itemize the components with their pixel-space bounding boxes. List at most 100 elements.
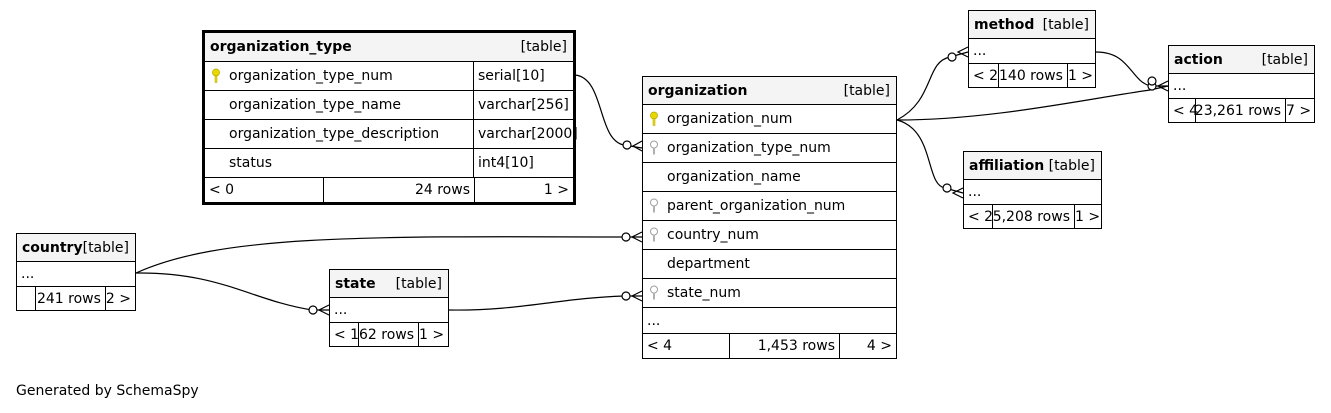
edge-marker xyxy=(947,46,969,62)
table-header: organization_type [table] xyxy=(205,33,573,62)
column-row[interactable]: organization_type_num serial[10] xyxy=(205,62,573,91)
column-row[interactable]: organization_name xyxy=(643,163,896,192)
table-footer: < 4 1,453 rows 4 > xyxy=(643,334,896,358)
table-name: country xyxy=(22,239,83,256)
table-name: state xyxy=(335,275,376,292)
more-columns[interactable]: ... xyxy=(1169,74,1314,99)
column-row[interactable]: organization_type_description varchar[20… xyxy=(205,120,578,149)
table-kind: [table] xyxy=(1261,51,1308,68)
table-kind: [table] xyxy=(1042,16,1089,33)
column-name: organization_type_name xyxy=(229,97,402,113)
column-row[interactable]: parent_organization_num xyxy=(643,192,896,221)
edge-organization-to-action xyxy=(896,85,1169,121)
table-name: organization_type xyxy=(210,39,352,55)
edge-organization-type-to-organization xyxy=(574,74,643,149)
column-type: varchar[2000] xyxy=(473,120,578,148)
generated-by-caption: Generated by SchemaSpy xyxy=(16,383,199,399)
column-name: organization_type_num xyxy=(229,68,393,84)
parents-count[interactable]: < 0 xyxy=(209,182,235,198)
children-count[interactable]: 1 > xyxy=(1066,64,1097,87)
edge-organization-to-affiliation xyxy=(896,119,964,194)
table-footer: < 2 140 rows 1 > xyxy=(969,64,1095,87)
foreign-key-icon xyxy=(643,134,665,162)
table-footer: < 4 23,261 rows 7 > xyxy=(1169,99,1314,122)
edge-marker xyxy=(308,304,330,316)
column-row[interactable]: state_num xyxy=(643,279,896,308)
children-count[interactable]: 4 > xyxy=(839,334,896,358)
edge-marker xyxy=(1147,76,1157,86)
children-count[interactable]: 2 > xyxy=(104,287,135,310)
table-kind: [table] xyxy=(1048,157,1095,174)
table-affiliation[interactable]: affiliation [table] ... < 2 5,208 rows 1… xyxy=(963,151,1102,229)
table-header: action [table] xyxy=(1169,46,1314,74)
column-name: department xyxy=(667,256,750,272)
column-name: organization_type_num xyxy=(667,140,831,156)
table-kind: [table] xyxy=(82,239,129,256)
column-row[interactable]: department xyxy=(643,250,896,279)
foreign-key-icon xyxy=(643,192,665,220)
more-columns[interactable]: ... xyxy=(330,298,448,323)
row-count: 1,453 rows xyxy=(729,334,839,358)
table-kind: [table] xyxy=(520,39,567,55)
parents-count[interactable]: < 4 xyxy=(1173,102,1199,119)
foreign-key-icon xyxy=(643,221,665,249)
table-footer: < 1 62 rows 1 > xyxy=(330,323,448,346)
column-type: int4[10] xyxy=(473,149,573,177)
table-organization[interactable]: organization [table] organization_num or… xyxy=(642,76,897,359)
column-row[interactable]: organization_num xyxy=(643,105,896,134)
column-name: parent_organization_num xyxy=(667,198,846,214)
table-header: affiliation [table] xyxy=(964,152,1101,180)
table-header: method [table] xyxy=(969,11,1095,39)
edge-state-to-organization xyxy=(448,295,642,311)
children-count[interactable]: 7 > xyxy=(1285,99,1315,122)
table-kind: [table] xyxy=(843,82,890,99)
table-action[interactable]: action [table] ... < 4 23,261 rows 7 > xyxy=(1168,45,1315,123)
table-header: state [table] xyxy=(330,270,448,298)
table-header: country [table] xyxy=(17,234,135,262)
table-state[interactable]: state [table] ... < 1 62 rows 1 > xyxy=(329,269,449,347)
row-count: 241 rows xyxy=(34,287,105,310)
parents-count[interactable]: < 1 xyxy=(334,326,360,343)
more-columns[interactable]: ... xyxy=(17,262,135,287)
row-count: 62 rows xyxy=(358,323,418,346)
column-row[interactable]: status int4[10] xyxy=(205,149,573,178)
column-name: state_num xyxy=(667,285,741,301)
column-type: varchar[256] xyxy=(473,91,573,119)
table-footer: < 0 24 rows 1 > xyxy=(205,178,573,202)
children-count[interactable]: 1 > xyxy=(418,323,448,346)
table-name: method xyxy=(974,16,1035,33)
parents-count[interactable]: < 2 xyxy=(973,67,999,84)
table-kind: [table] xyxy=(395,275,442,292)
more-columns[interactable]: ... xyxy=(969,39,1095,64)
column-name: organization_num xyxy=(667,111,793,127)
children-count[interactable]: 1 > xyxy=(1074,205,1104,228)
table-country[interactable]: country [table] ... 241 rows 2 > xyxy=(16,233,136,311)
table-header: organization [table] xyxy=(643,77,896,105)
column-name: status xyxy=(229,155,273,171)
row-count: 140 rows xyxy=(998,64,1067,87)
edge-marker xyxy=(621,290,643,302)
column-row[interactable]: organization_type_name varchar[256] xyxy=(205,91,573,120)
column-name: organization_type_description xyxy=(229,126,440,142)
edge-method-to-action xyxy=(1095,51,1168,87)
parents-count[interactable] xyxy=(17,287,35,310)
column-type: serial[10] xyxy=(473,62,573,90)
more-columns[interactable]: ... xyxy=(964,180,1101,205)
primary-key-icon xyxy=(205,62,227,90)
primary-key-icon xyxy=(643,105,665,133)
table-method[interactable]: method [table] ... < 2 140 rows 1 > xyxy=(968,10,1096,88)
children-count[interactable]: 1 > xyxy=(474,178,573,202)
column-row[interactable]: organization_type_num xyxy=(643,134,896,163)
foreign-key-icon xyxy=(643,279,665,307)
more-columns[interactable]: ... xyxy=(643,308,896,334)
parents-count[interactable]: < 4 xyxy=(647,338,673,354)
row-count: 23,261 rows xyxy=(1195,99,1285,122)
column-row[interactable]: country_num xyxy=(643,221,896,250)
row-count: 24 rows xyxy=(323,178,474,202)
table-footer: < 2 5,208 rows 1 > xyxy=(964,205,1101,228)
edge-marker xyxy=(622,140,643,152)
table-organization-type[interactable]: organization_type [table] organization_t… xyxy=(202,30,578,205)
parents-count[interactable]: < 2 xyxy=(968,208,994,225)
table-name: action xyxy=(1174,51,1223,68)
